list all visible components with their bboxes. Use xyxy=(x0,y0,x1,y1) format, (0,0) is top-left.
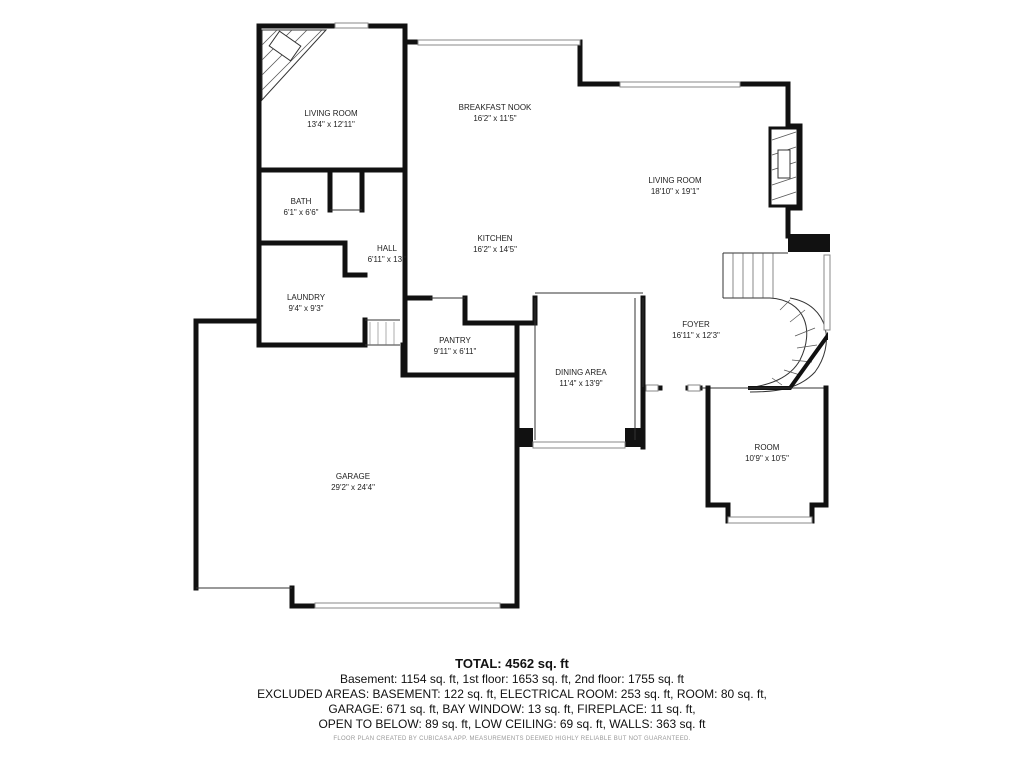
room-walls xyxy=(705,385,829,524)
room-name: PANTRY xyxy=(439,336,471,345)
room-label-dining-area: DINING AREA 11'4" x 13'9" xyxy=(555,368,607,388)
room-dims: 6'1" x 6'6" xyxy=(284,208,319,217)
excluded-areas-3: OPEN TO BELOW: 89 sq. ft, LOW CEILING: 6… xyxy=(318,717,706,731)
room-dims: 29'2" x 24'4" xyxy=(331,483,375,492)
room-name: HALL xyxy=(377,244,398,253)
disclaimer: FLOOR PLAN CREATED BY CUBICASA APP. MEAS… xyxy=(333,736,691,742)
excluded-areas-1: EXCLUDED AREAS: BASEMENT: 122 sq. ft, EL… xyxy=(257,687,767,701)
room-dims: 9'4" x 9'3" xyxy=(289,304,324,313)
total-area: TOTAL: 4562 sq. ft xyxy=(455,656,569,671)
living-room-1-walls xyxy=(256,22,408,173)
room-name: GARAGE xyxy=(336,472,370,481)
room-label-living-room-2: LIVING ROOM 18'10" x 19'1" xyxy=(648,176,702,196)
room-label-breakfast-nook: BREAKFAST NOOK 16'2" x 11'5" xyxy=(459,103,532,123)
room-dims: 6'11" x 13'" xyxy=(368,255,407,264)
room-dims: 16'11" x 12'3" xyxy=(672,331,720,340)
room-label-garage: GARAGE 29'2" x 24'4" xyxy=(331,472,375,492)
room-name: LIVING ROOM xyxy=(648,176,702,185)
room-name: LIVING ROOM xyxy=(304,109,358,118)
room-name: BATH xyxy=(291,197,312,206)
garage-walls xyxy=(193,318,520,609)
excluded-areas-2: GARAGE: 671 sq. ft, BAY WINDOW: 13 sq. f… xyxy=(328,702,696,716)
bath-hall-laundry-walls xyxy=(256,167,400,348)
room-label-laundry: LAUNDRY 9'4" x 9'3" xyxy=(287,293,326,313)
floor-plan: LIVING ROOM 13'4" x 12'11" BREAKFAST NOO… xyxy=(193,22,831,609)
room-label-pantry: PANTRY 9'11" x 6'11" xyxy=(434,336,477,356)
room-label-foyer: FOYER 16'11" x 12'3" xyxy=(672,320,720,340)
room-label-hall: HALL 6'11" x 13'" xyxy=(368,244,407,264)
floor-areas: Basement: 1154 sq. ft, 1st floor: 1653 s… xyxy=(340,672,684,686)
room-name: KITCHEN xyxy=(477,234,512,243)
room-name: FOYER xyxy=(682,320,710,329)
room-name: DINING AREA xyxy=(555,368,607,377)
area-summary: TOTAL: 4562 sq. ft Basement: 1154 sq. ft… xyxy=(0,656,1024,742)
room-label-bath: BATH 6'1" x 6'6" xyxy=(284,197,319,217)
room-dims: 9'11" x 6'11" xyxy=(434,347,477,356)
room-dims: 11'4" x 13'9" xyxy=(559,379,602,388)
room-label-room: ROOM 10'9" x 10'5" xyxy=(745,443,789,463)
room-dims: 10'9" x 10'5" xyxy=(745,454,789,463)
room-dims: 16'2" x 14'5" xyxy=(473,245,517,254)
room-dims: 18'10" x 19'1" xyxy=(651,187,699,196)
room-name: ROOM xyxy=(755,443,780,452)
room-dims: 16'2" x 11'5" xyxy=(473,114,516,123)
room-name: BREAKFAST NOOK xyxy=(459,103,532,112)
foyer-walls xyxy=(642,234,831,393)
room-label-living-room-1: LIVING ROOM 13'4" x 12'11" xyxy=(304,109,358,129)
room-label-kitchen: KITCHEN 16'2" x 14'5" xyxy=(473,234,517,254)
main-living-walls xyxy=(402,39,803,301)
room-name: LAUNDRY xyxy=(287,293,326,302)
room-dims: 13'4" x 12'11" xyxy=(307,120,355,129)
